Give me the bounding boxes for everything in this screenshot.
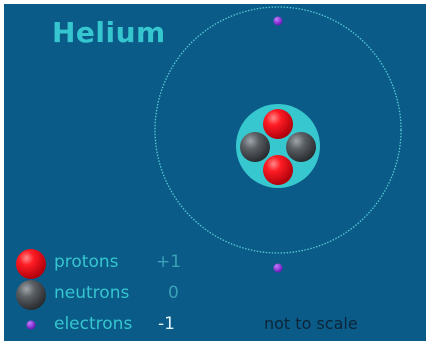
legend-neutron-icon: [16, 280, 46, 310]
legend-electrons-charge: -1: [158, 314, 175, 334]
proton-bottom: [263, 155, 293, 185]
atom-model: [16, 6, 402, 330]
neutron-right: [286, 132, 316, 162]
neutron-left: [240, 132, 270, 162]
legend-electron-icon: [26, 320, 36, 330]
legend-proton-icon: [16, 249, 46, 279]
electron-bottom: [273, 263, 283, 273]
helium-diagram: Helium: [4, 4, 426, 341]
legend-neutrons-label: neutrons: [54, 283, 130, 303]
legend-neutrons-charge: 0: [168, 283, 179, 303]
nucleus: [236, 104, 320, 188]
electron-top: [273, 16, 283, 26]
legend-electrons-label: electrons: [54, 314, 133, 334]
legend-protons-charge: +1: [156, 252, 182, 272]
proton-top: [263, 109, 293, 139]
scale-note: not to scale: [264, 314, 358, 333]
electron-orbit: [154, 6, 402, 254]
diagram-title: Helium: [52, 16, 166, 49]
legend-protons-label: protons: [54, 252, 119, 272]
